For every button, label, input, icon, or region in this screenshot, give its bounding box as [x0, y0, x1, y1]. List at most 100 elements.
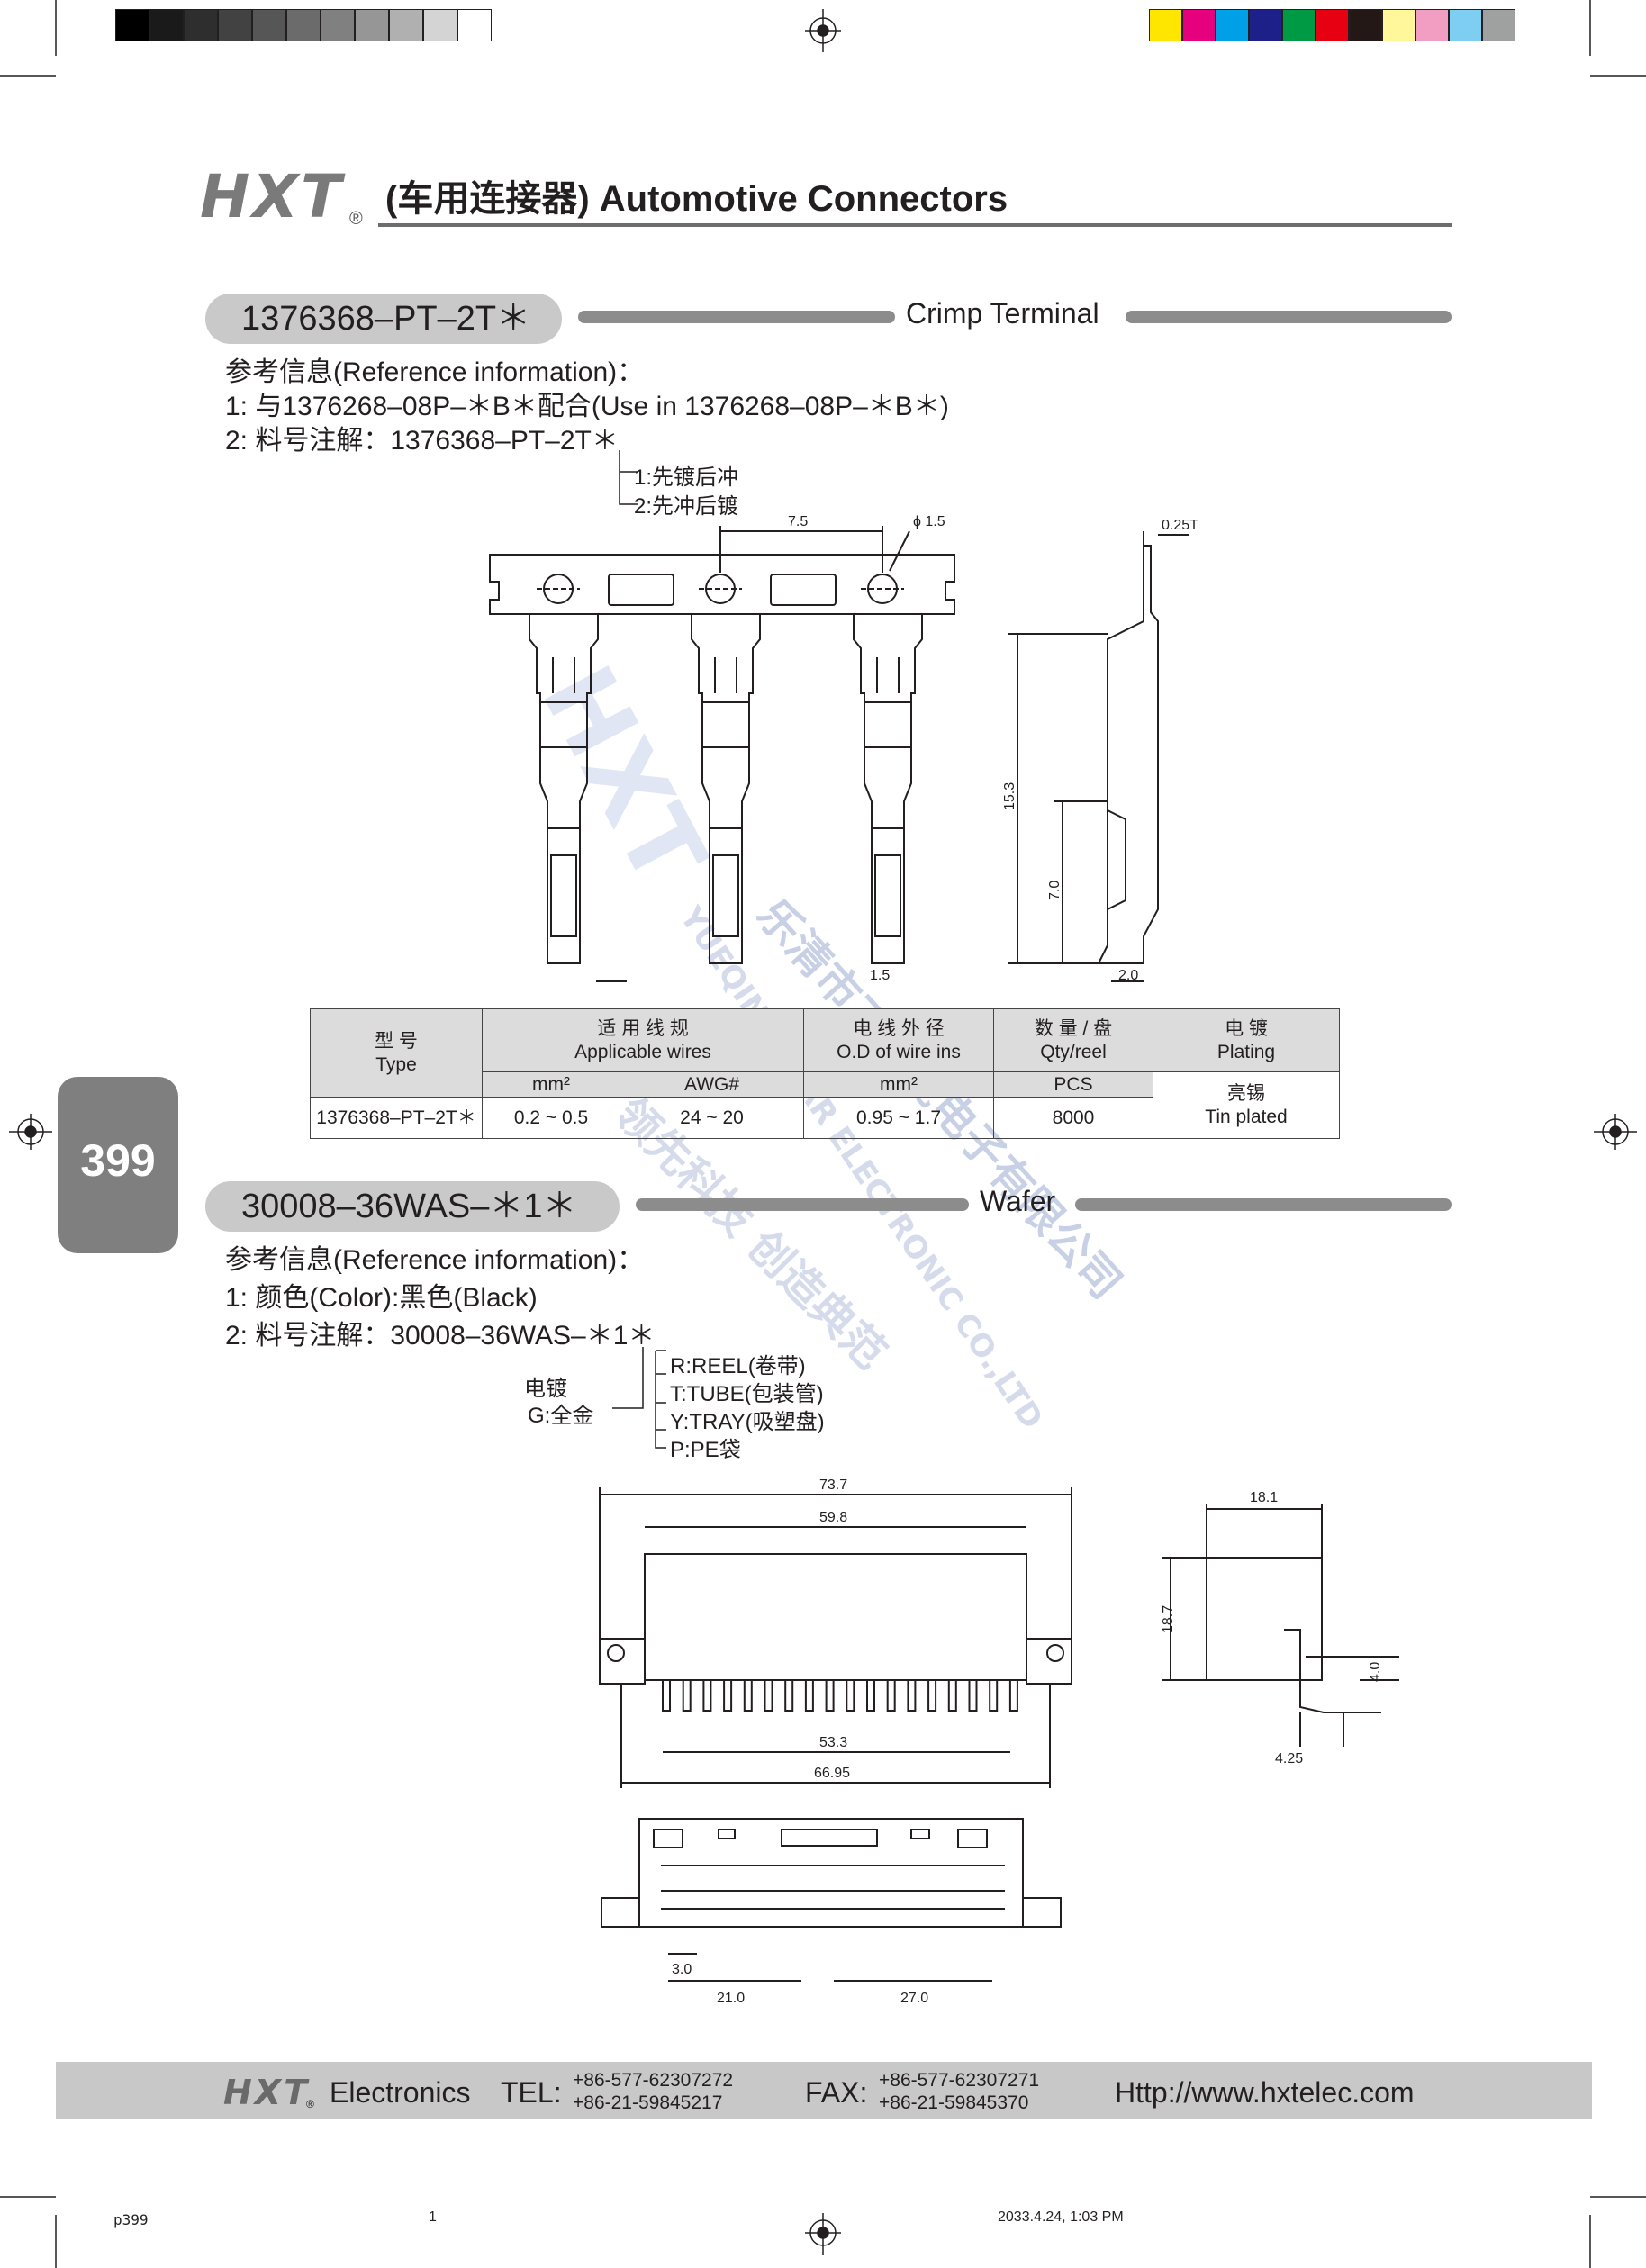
dim-hole: ϕ 1.5 [913, 514, 945, 529]
dim-pitch: 7.5 [788, 514, 808, 529]
footer-bar [56, 2062, 1592, 2119]
grey-swatch [389, 9, 423, 41]
dim-depth: 18.1 [1250, 1490, 1278, 1505]
footer-registered-mark: ® [306, 2098, 314, 2110]
reference2-heading: 参考信息(Reference information)： [225, 1245, 645, 1275]
color-swatch [1449, 9, 1482, 41]
grey-swatch [149, 9, 184, 41]
packing-reel: R:REEL(卷带) [670, 1354, 806, 1378]
wafer-pin [804, 1679, 814, 1712]
dim-pitch: 3.0 [672, 1962, 692, 1977]
wafer-drawing: 73.7 59.8 53.3 66.95 18.1 18.7 4.0 4.25 … [599, 1477, 1399, 2006]
packing-list: R:REEL(卷带) T:TUBE(包装管) Y:TRAY(吸塑盘) P:PE袋 [670, 1352, 825, 1464]
page-title: (车用连接器) Automotive Connectors [385, 179, 1008, 219]
wafer-pin [927, 1679, 937, 1712]
wafer-pin [989, 1679, 999, 1712]
note-bracket [619, 450, 638, 505]
registration-target-bottom [805, 2213, 841, 2255]
footer-logo: HXT [223, 2073, 311, 2112]
crimp-terminal-drawing: 7.5 ϕ 1.5 0.25T 15.3 7.0 1.5 2.0 [489, 514, 1198, 983]
header-rule [378, 223, 1452, 227]
color-swatch [1282, 9, 1316, 41]
registered-mark: ® [349, 209, 363, 229]
registration-target-top [805, 9, 841, 52]
reference-line-part-note: 2: 料号注解：1376368–PT–2T＊ [225, 426, 619, 456]
wafer-pin [825, 1679, 835, 1712]
registration-target-left [9, 1114, 52, 1150]
grey-swatch [115, 9, 149, 41]
part-number-pill-terminal: 1376368–PT–2T＊ [205, 294, 562, 344]
packing-tray: Y:TRAY(吸塑盘) [670, 1410, 825, 1434]
section2-rule-right [1075, 1198, 1452, 1211]
color-swatch [1382, 9, 1415, 41]
packing-pe: P:PE袋 [670, 1438, 741, 1462]
brand-logo: HXT [200, 162, 345, 231]
footer-fax-2: +86-21-59845370 [879, 2092, 1029, 2113]
page-number-tab: 399 [58, 1077, 178, 1253]
wafer-pin [968, 1679, 978, 1712]
part-number-pill-wafer: 30008–36WAS–＊1＊ [205, 1181, 620, 1232]
cell-qty: 8000 [993, 1097, 1153, 1139]
grey-swatch [218, 9, 252, 41]
grey-swatch [321, 9, 355, 41]
wafer-pin [947, 1679, 957, 1712]
wafer-pin [784, 1679, 794, 1712]
footer-tel-numbers: +86-577-62307272 +86-21-59845217 [573, 2069, 733, 2114]
dim-pin-span: 53.3 [819, 1735, 847, 1750]
section-rule-left [578, 311, 895, 323]
grey-swatch [252, 9, 286, 41]
page-number: 399 [80, 1135, 156, 1186]
dim-body-width: 59.8 [819, 1510, 847, 1525]
slug-filename: p399 [113, 2211, 149, 2228]
cell-type: 1376368–PT–2T＊ [310, 1097, 483, 1139]
dim-width-small: 1.5 [870, 968, 890, 983]
reference2-line-color: 1: 颜色(Color):黑色(Black) [225, 1283, 538, 1313]
footer-company: Electronics [330, 2076, 471, 2109]
grey-swatch [355, 9, 389, 41]
plating-value: G:全金 [528, 1404, 594, 1428]
grey-swatch [286, 9, 321, 41]
packing-tube: T:TUBE(包装管) [670, 1382, 824, 1406]
dim-height: 18.7 [1161, 1605, 1176, 1633]
registration-target-right [1594, 1114, 1637, 1150]
grey-swatch [184, 9, 218, 41]
section2-rule-left [636, 1198, 969, 1211]
footer-tel-label: TEL: [501, 2076, 562, 2109]
footer-website[interactable]: Http://www.hxtelec.com [1115, 2076, 1415, 2109]
slug-timestamp: 2033.4.24, 1:03 PM [998, 2209, 1124, 2225]
footer-tel-1: +86-577-62307272 [573, 2070, 734, 2091]
wafer-pin [886, 1679, 896, 1712]
note-option-1: 1:先镀后冲 [634, 465, 739, 490]
dim-overall-width: 73.7 [819, 1477, 847, 1493]
unit-awg: AWG# [620, 1071, 804, 1098]
unit-od: mm² [803, 1071, 994, 1098]
reference-line-mating: 1: 与1376268–08P–＊B＊配合(Use in 1376268–08P… [225, 392, 949, 421]
category-label-terminal: Crimp Terminal [906, 297, 1099, 330]
dim-thickness: 0.25T [1162, 518, 1198, 533]
unit-mm2: mm² [482, 1071, 620, 1098]
wafer-pin [846, 1679, 855, 1712]
cell-od: 0.95 ~ 1.7 [803, 1097, 994, 1139]
wafer-pin [662, 1679, 671, 1712]
dim-span-27: 27.0 [900, 1991, 928, 2006]
section-rule-right [1126, 311, 1452, 323]
dim-foot: 2.0 [1118, 968, 1138, 983]
plating-label: 电镀 [524, 1377, 567, 1401]
dim-pin-offset: 4.25 [1275, 1751, 1303, 1767]
grey-swatch [423, 9, 457, 41]
footer-fax-numbers: +86-577-62307271 +86-21-59845370 [879, 2069, 1039, 2114]
note-option-2: 2:先冲后镀 [634, 494, 739, 519]
dim-crimp: 7.0 [1047, 881, 1063, 900]
color-swatch [1316, 9, 1349, 41]
wafer-pin [743, 1679, 753, 1712]
color-swatch [1482, 9, 1515, 41]
cell-mm2: 0.2 ~ 0.5 [482, 1097, 620, 1139]
color-swatch [1415, 9, 1449, 41]
dim-height: 15.3 [1002, 782, 1017, 810]
